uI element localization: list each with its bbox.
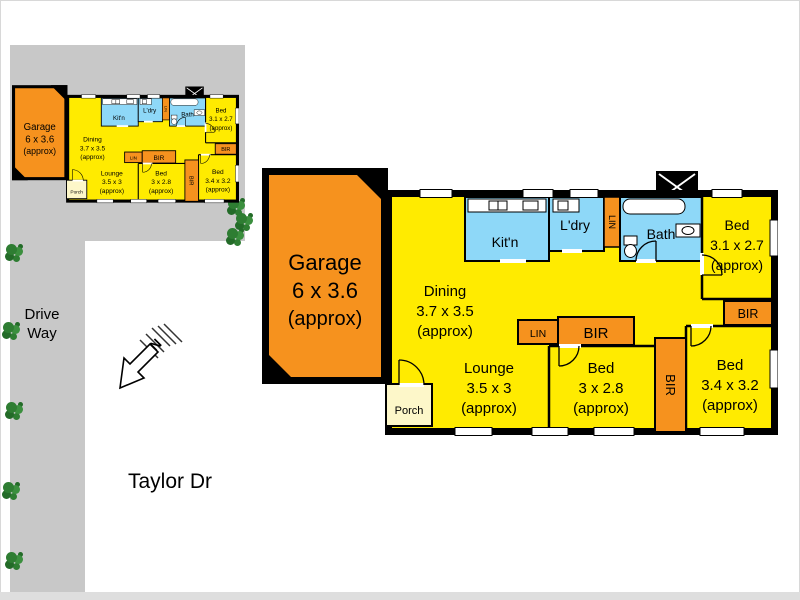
tree-icon — [3, 322, 14, 333]
driveway-label: Drive Way — [14, 306, 70, 344]
north-arrow-shape — [119, 342, 160, 390]
tree-icon — [236, 213, 247, 224]
tree-icon — [6, 402, 17, 413]
tree-icon — [6, 244, 17, 255]
driveway — [10, 240, 85, 592]
tree-icon — [228, 198, 239, 209]
driveway-label-line1: Drive — [24, 306, 60, 323]
floor-plan-mini — [12, 85, 239, 205]
tree-icon — [227, 228, 238, 239]
driveway-label-line2: Way — [27, 324, 57, 342]
north-arrow-icon: N — [119, 323, 183, 390]
road-strip — [0, 592, 800, 600]
floor-plan-main — [262, 168, 778, 440]
tree-icon — [3, 482, 14, 493]
tree-icon — [6, 552, 17, 563]
street-name-label: Taylor Dr — [128, 470, 213, 493]
